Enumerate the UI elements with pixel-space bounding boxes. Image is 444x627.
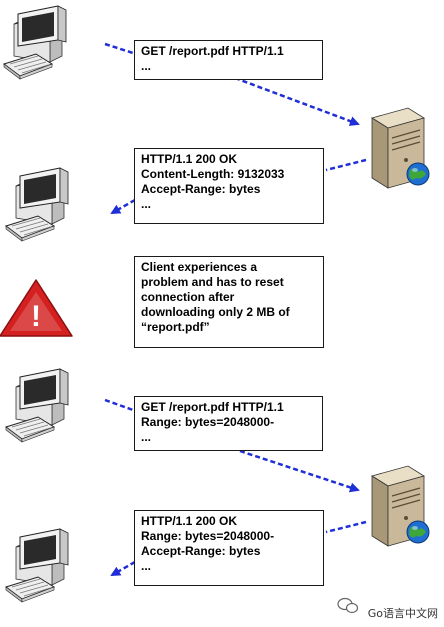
box-line: connection after bbox=[141, 290, 235, 304]
box-line: GET /report.pdf HTTP/1.1 bbox=[141, 400, 284, 414]
box-line: Accept-Range: bytes bbox=[141, 182, 261, 196]
box-line: Range: bytes=2048000- bbox=[141, 415, 275, 429]
arrow-server1-to-box bbox=[325, 158, 367, 172]
box-line: HTTP/1.1 200 OK bbox=[141, 152, 238, 166]
computer-icon bbox=[5, 167, 69, 242]
box-line: Client experiences a bbox=[141, 260, 258, 274]
computer-icon bbox=[3, 5, 67, 80]
box-line: Content-Length: 9132033 bbox=[141, 167, 285, 181]
arrow-box-to-client4 bbox=[110, 560, 136, 577]
box-line: Range: bytes=2048000- bbox=[141, 529, 275, 543]
server-icon bbox=[371, 107, 430, 189]
arrow-server2-to-box bbox=[325, 520, 367, 534]
watermark-text: Go语言中文网 bbox=[367, 607, 438, 620]
warning-icon: ! bbox=[0, 279, 73, 337]
box-line: ... bbox=[141, 559, 152, 573]
note-box: Client experiences a problem and has to … bbox=[134, 256, 324, 348]
box-line: Accept-Range: bytes bbox=[141, 544, 261, 558]
computer-icon bbox=[5, 368, 69, 443]
arrow-box-to-server2 bbox=[239, 449, 360, 493]
box-line: ... bbox=[141, 430, 152, 444]
request-box-2: GET /report.pdf HTTP/1.1 Range: bytes=20… bbox=[134, 396, 323, 451]
computer-icon bbox=[5, 528, 69, 603]
arrow-box-to-client2 bbox=[110, 198, 136, 215]
arrow-client1-to-box bbox=[104, 42, 134, 55]
box-line: ... bbox=[141, 59, 152, 73]
server-icon bbox=[371, 465, 430, 547]
response-box-2: HTTP/1.1 200 OK Range: bytes=2048000- Ac… bbox=[134, 510, 324, 586]
warning-symbol: ! bbox=[31, 300, 41, 333]
box-line: problem and has to reset bbox=[141, 275, 284, 289]
request-box-1: GET /report.pdf HTTP/1.1 ... bbox=[134, 40, 323, 80]
box-line: HTTP/1.1 200 OK bbox=[141, 514, 238, 528]
box-line: ... bbox=[141, 197, 152, 211]
response-box-1: HTTP/1.1 200 OK Content-Length: 9132033 … bbox=[134, 148, 324, 224]
box-line: GET /report.pdf HTTP/1.1 bbox=[141, 44, 284, 58]
box-line: downloading only 2 MB of bbox=[141, 305, 290, 319]
wechat-icon bbox=[337, 597, 359, 614]
arrow-box-to-server1 bbox=[234, 76, 360, 126]
box-line: “report.pdf” bbox=[141, 320, 210, 334]
arrow-client3-to-box bbox=[104, 398, 134, 412]
